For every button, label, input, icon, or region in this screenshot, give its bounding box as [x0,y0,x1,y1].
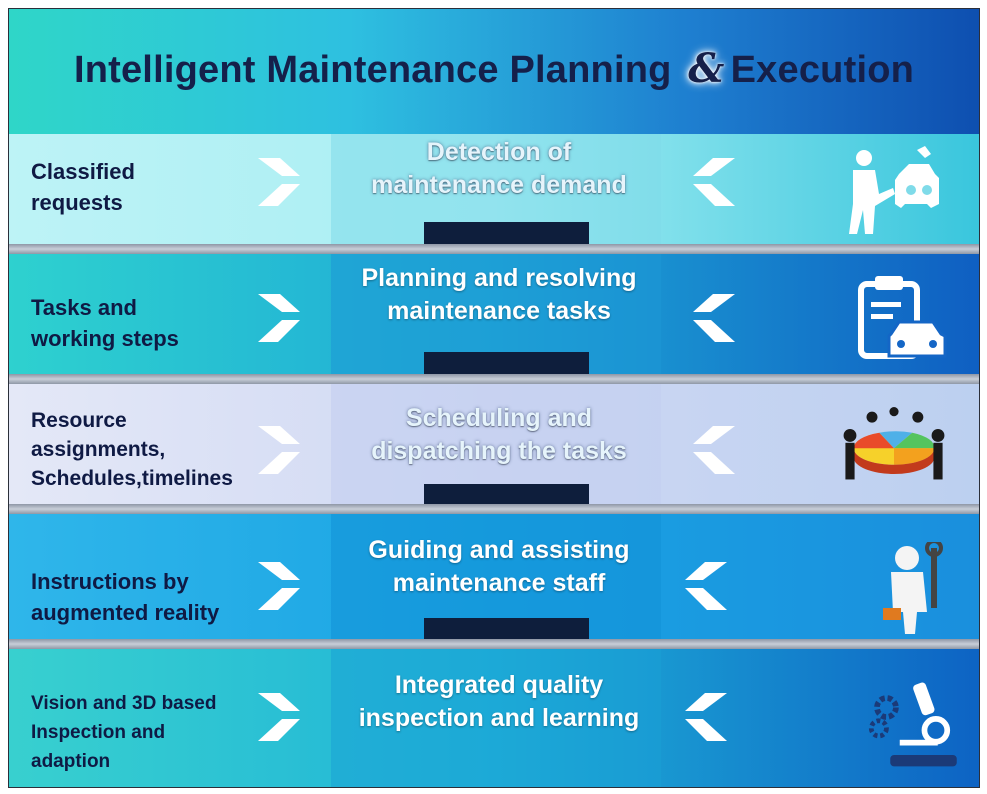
row-3-center-label: Scheduling and dispatching the tasks [371,404,627,465]
chevron-right-icon [258,294,300,342]
title-end: Execution [730,49,915,91]
page-title: Intelligent Maintenance Planning &Execut… [9,45,979,92]
row-notch [424,222,589,244]
row-separator [9,504,979,514]
team-pie-chart-icon [843,407,945,480]
row-background [9,649,979,787]
row-2-center-label: Planning and resolving maintenance tasks [361,264,637,325]
row-separator [9,639,979,649]
row-scheduling: Resource assignments, Schedules,timeline… [9,384,979,506]
chevron-left-icon [693,158,735,206]
row-4-center-label: Guiding and assisting maintenance staff [368,536,630,597]
chevron-left-icon [693,294,735,342]
title-band: Intelligent Maintenance Planning &Execut… [9,9,979,134]
chevron-left-icon [685,693,727,741]
title-main: Intelligent Maintenance Planning [73,49,672,91]
row-notch [424,618,589,640]
row-guiding: Instructions by augmented reality Guidin… [9,514,979,640]
row-notch [424,352,589,374]
mechanic-wrench-icon [883,542,943,634]
row-inspection: Vision and 3D based Inspection and adapt… [9,649,979,787]
row-5-center-label: Integrated quality inspection and learni… [358,671,640,732]
row-separator [9,244,979,254]
row-separator [9,374,979,384]
row-notch [424,484,589,506]
row-3-left-label: Resource assignments, Schedules,timeline… [31,409,233,490]
row-2-left-label: Tasks and working steps [31,295,179,351]
row-1-center-label: Detection of maintenance demand [371,138,627,199]
chevron-right-icon [258,158,300,206]
row-5-left-label: Vision and 3D based Inspection and adapt… [31,693,217,772]
chevron-right-icon [258,693,300,741]
chevron-left-icon [685,562,727,610]
row-1-left-label: Classified requests [31,159,135,215]
worker-repairing-car-icon [849,146,939,234]
row-detection: Classified requests Detection of mainten… [9,134,979,244]
chevron-right-icon [258,562,300,610]
chevron-left-icon [693,426,735,474]
infographic: Intelligent Maintenance Planning &Execut… [8,8,980,788]
row-4-left-label: Instructions by augmented reality [31,569,220,625]
row-planning: Tasks and working steps Planning and res… [9,254,979,374]
microscope-gears-icon [868,682,957,767]
clipboard-car-icon [858,276,947,359]
title-ampersand: & [688,45,725,92]
chevron-right-icon [258,426,300,474]
